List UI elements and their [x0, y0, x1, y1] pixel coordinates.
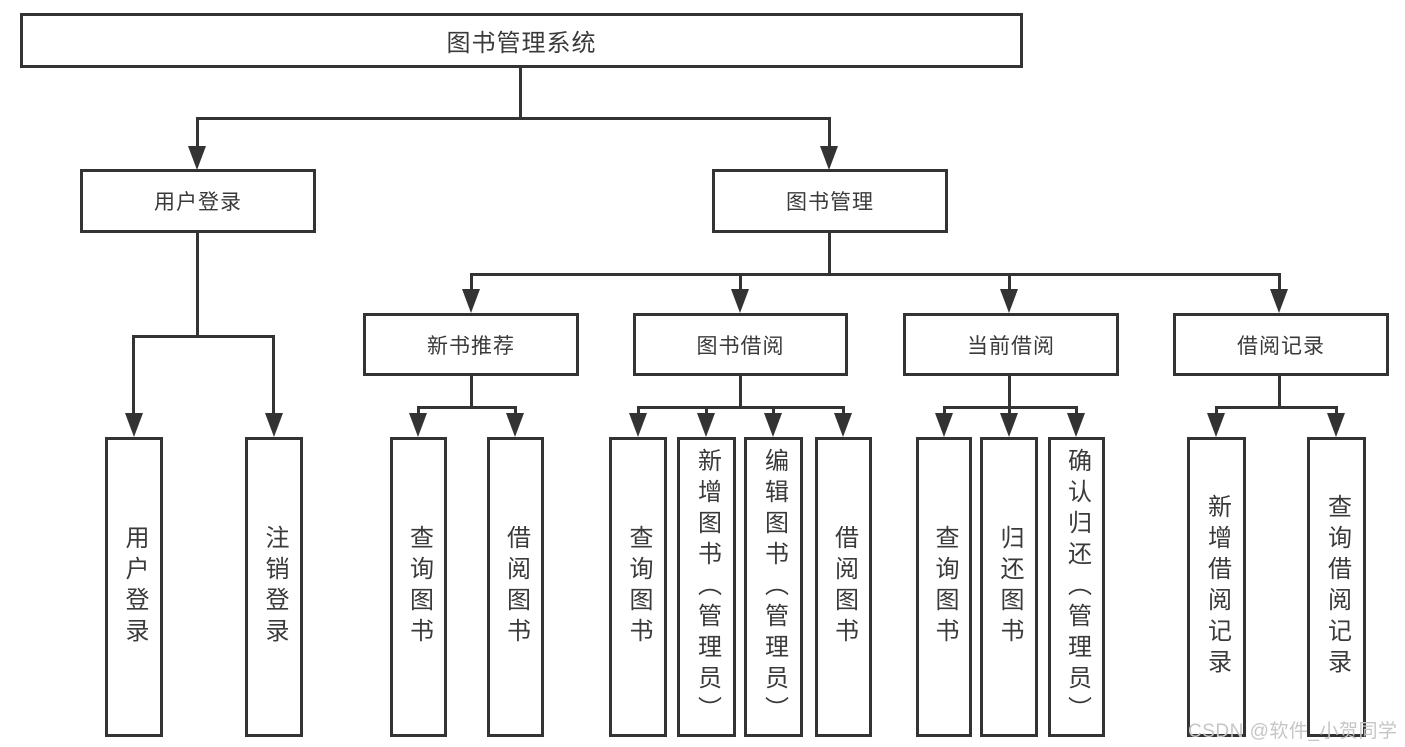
- csdn-watermark: CSDN @软件_小贺同学: [1188, 721, 1398, 742]
- arrow-down-icon: [1327, 413, 1345, 437]
- arrow-down-icon: [506, 413, 524, 437]
- connector-line: [514, 406, 517, 415]
- connector-line: [1008, 273, 1011, 291]
- connector-line: [1278, 273, 1281, 291]
- connector-line: [470, 273, 1281, 276]
- node-current-borrow: 当前借阅: [903, 313, 1119, 376]
- connector-line: [705, 406, 708, 415]
- connector-line: [828, 231, 831, 273]
- connector-line: [196, 231, 199, 335]
- arrow-down-icon: [820, 146, 838, 170]
- connector-line: [772, 406, 775, 415]
- leaf-records-query-record: 查询借阅记录: [1307, 437, 1366, 737]
- arrow-down-icon: [1270, 289, 1288, 313]
- connector-line: [1215, 406, 1218, 415]
- leaf-current-confirm-return-admin: 确认归还（管理员）: [1048, 437, 1105, 737]
- arrow-down-icon: [462, 289, 480, 313]
- leaf-current-return-books: 归还图书: [980, 437, 1038, 737]
- connector-line: [739, 273, 742, 291]
- connector-line: [470, 273, 473, 291]
- connector-line: [637, 406, 640, 415]
- connector-line: [828, 117, 831, 149]
- leaf-borrow-query-books: 查询图书: [609, 437, 667, 737]
- arrow-down-icon: [697, 413, 715, 437]
- leaf-records-add-record: 新增借阅记录: [1187, 437, 1246, 737]
- leaf-newbook-query-books: 查询图书: [390, 437, 447, 737]
- connector-line: [1075, 406, 1078, 415]
- arrow-down-icon: [1067, 413, 1085, 437]
- arrow-down-icon: [731, 289, 749, 313]
- arrow-down-icon: [764, 413, 782, 437]
- arrow-down-icon: [409, 413, 427, 437]
- leaf-logout: 注销登录: [245, 437, 303, 737]
- connector-line: [417, 406, 517, 409]
- connector-line: [196, 117, 199, 149]
- connector-line: [133, 335, 275, 338]
- connector-line: [470, 376, 473, 406]
- connector-line: [1278, 376, 1281, 406]
- connector-line: [1008, 376, 1011, 406]
- connector-line: [417, 406, 420, 415]
- arrow-down-icon: [265, 413, 283, 437]
- leaf-borrow-edit-books-admin: 编辑图书（管理员）: [744, 437, 803, 737]
- connector-line: [272, 335, 275, 415]
- arrow-down-icon: [935, 413, 953, 437]
- connector-line: [943, 406, 946, 415]
- connector-line: [1215, 406, 1338, 409]
- node-new-book-recommend: 新书推荐: [363, 313, 579, 376]
- connector-line: [519, 68, 522, 117]
- connector-line: [637, 406, 845, 409]
- arrow-down-icon: [1207, 413, 1225, 437]
- connector-line: [739, 376, 742, 406]
- connector-line: [1008, 406, 1011, 415]
- connector-line: [842, 406, 845, 415]
- arrow-down-icon: [125, 413, 143, 437]
- leaf-borrow-borrow-books: 借阅图书: [815, 437, 872, 737]
- arrow-down-icon: [1000, 289, 1018, 313]
- node-book-management: 图书管理: [712, 169, 948, 233]
- connector-line: [132, 335, 135, 415]
- leaf-user-login: 用户登录: [105, 437, 163, 737]
- connector-line: [196, 117, 831, 120]
- leaf-newbook-borrow-books: 借阅图书: [487, 437, 544, 737]
- node-user-login: 用户登录: [80, 169, 316, 233]
- leaf-current-query-books: 查询图书: [916, 437, 972, 737]
- arrow-down-icon: [629, 413, 647, 437]
- node-borrow-records: 借阅记录: [1173, 313, 1389, 376]
- connector-line: [1335, 406, 1338, 415]
- arrow-down-icon: [188, 146, 206, 170]
- arrow-down-icon: [1000, 413, 1018, 437]
- leaf-borrow-add-books-admin: 新增图书（管理员）: [677, 437, 736, 737]
- node-library-management-system: 图书管理系统: [20, 13, 1023, 68]
- node-book-borrow: 图书借阅: [633, 313, 848, 376]
- arrow-down-icon: [834, 413, 852, 437]
